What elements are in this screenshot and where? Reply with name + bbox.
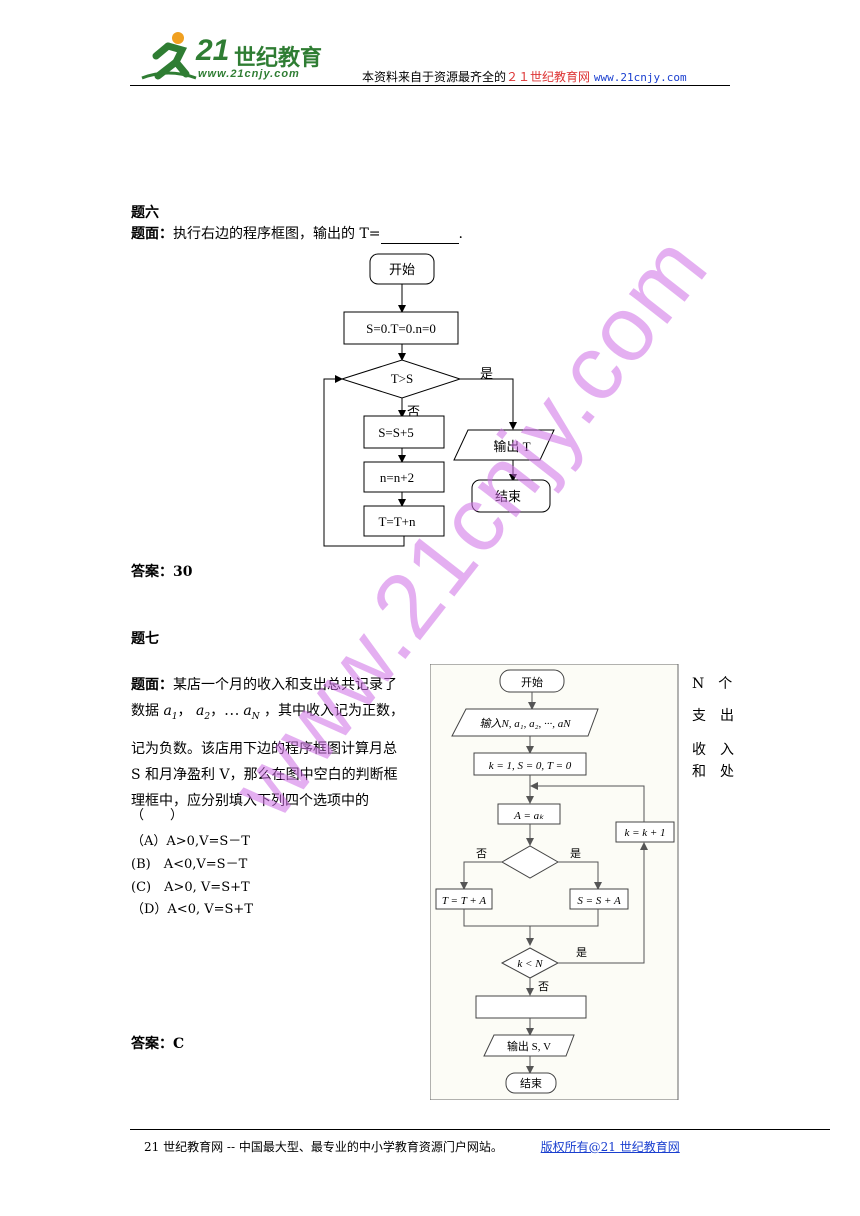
q7-assign-text: A = aₖ bbox=[513, 810, 544, 822]
q7-line2-post: ，其中收入记为正数， bbox=[264, 703, 405, 719]
q6-statement: 题面：执行右边的程序框图，输出的 T=. bbox=[131, 224, 463, 244]
q6-answer-value: 30 bbox=[173, 564, 193, 580]
q7-line2-pre: 数据 bbox=[131, 703, 159, 719]
q7-input-box bbox=[451, 708, 599, 737]
footer-copyright-link[interactable]: 版权所有@21 世纪教育网 bbox=[540, 1140, 680, 1154]
q7-answer: 答案：C bbox=[131, 1034, 184, 1054]
q6-end-text: 结束 bbox=[495, 489, 521, 504]
q6-step1-text: S=S+5 bbox=[378, 425, 414, 440]
q6-label: 题面： bbox=[131, 226, 173, 242]
q6-end-box bbox=[471, 479, 551, 513]
q7-answer-value: C bbox=[173, 1036, 185, 1052]
q7-line4: S 和月净盈利 V，那么在图中空白的判断框 bbox=[131, 766, 398, 783]
q7-right-col-4: 和 处 bbox=[692, 764, 734, 780]
q7-right-box bbox=[569, 888, 629, 910]
q7-right-text: S = S + A bbox=[577, 895, 621, 907]
q6-blank bbox=[380, 229, 459, 244]
tagline-prefix: 本资料来自于资源最齐全的 bbox=[362, 70, 507, 84]
q7-blank-process bbox=[475, 995, 587, 1019]
q7-end-box bbox=[505, 1072, 557, 1094]
logo-title: 世纪教育 bbox=[234, 46, 323, 71]
q6-step2-box bbox=[363, 461, 445, 493]
q7-line5: 理框中，应分别填入下列四个选项中的 bbox=[131, 792, 369, 809]
q7-input-text: 输入N, a₁, a₂, ···, aN bbox=[479, 717, 571, 730]
q7-no2-label: 否 bbox=[538, 981, 549, 993]
q7-line1: 题面：某店一个月的收入和支出总共记录了 bbox=[131, 672, 421, 698]
q7-flowchart: 开始 输入N, a₁, a₂, ···, aN k = 1, S = 0, T … bbox=[430, 664, 679, 1100]
q6-answer: 答案：30 bbox=[131, 562, 192, 582]
q6-init-box bbox=[343, 311, 459, 345]
q6-output-box bbox=[453, 429, 555, 461]
q7-right-col-3: 收 入 bbox=[692, 742, 734, 758]
q7-label: 题面： bbox=[131, 677, 173, 693]
q7-option-d: （D）A<0, V=S+T bbox=[131, 902, 253, 917]
q7-answer-label: 答案： bbox=[131, 1036, 173, 1052]
logo-number: 21 bbox=[196, 34, 230, 67]
q6-condition-text: T>S bbox=[391, 371, 414, 386]
q6-no-label: 否 bbox=[407, 404, 420, 419]
tagline-brand: ２１世纪教育网 bbox=[506, 70, 591, 84]
q7-right-col-2: 支 出 bbox=[692, 708, 734, 724]
logo-url: www.21cnjy.com bbox=[198, 68, 300, 80]
q7-no-label: 否 bbox=[476, 848, 487, 860]
q6-yes-label: 是 bbox=[480, 366, 493, 381]
q7-left-text: T = T + A bbox=[442, 895, 486, 907]
tagline-url[interactable]: www.21cnjy.com bbox=[593, 71, 687, 84]
q6-step3-text: T=T+n bbox=[378, 514, 416, 529]
runner-logo-icon bbox=[141, 32, 197, 80]
q7-heading: 题七 bbox=[131, 631, 159, 647]
header-rule bbox=[130, 85, 730, 86]
q7-line2: 数据 a1， a2，⋯ aN ，其中收入记为正数， bbox=[131, 703, 405, 722]
q6-step3-box bbox=[363, 505, 445, 537]
q7-loop-text: k < N bbox=[517, 958, 543, 970]
q6-end: . bbox=[458, 226, 463, 242]
header-tagline: 本资料来自于资源最齐全的２１世纪教育网 www.21cnjy.com bbox=[362, 68, 687, 85]
q7-option-b: (B) A<0,V=S－T bbox=[131, 857, 248, 872]
q6-step2-text: n=n+2 bbox=[380, 470, 414, 485]
q7-output-text: 输出 S, V bbox=[507, 1039, 551, 1053]
q7-increment-text: k = k + 1 bbox=[624, 827, 665, 839]
q7-end-text: 结束 bbox=[520, 1077, 542, 1090]
q7-line1-text: 某店一个月的收入和支出总共记录了 bbox=[173, 677, 397, 693]
q7-right-col-1: N 个 bbox=[692, 676, 733, 692]
q7-option-c: (C) A>0, V=S+T bbox=[131, 880, 250, 895]
footer: 21 世纪教育网 -- 中国最大型、最专业的中小学教育资源门户网站。 版权所有@… bbox=[144, 1138, 680, 1155]
q7-yes2-label: 是 bbox=[576, 946, 587, 959]
q7-statement: 题面：某店一个月的收入和支出总共记录了 数据 a1， a2，⋯ aN ，其中收入… bbox=[131, 672, 421, 814]
q6-output-text: 输出 T bbox=[493, 439, 530, 454]
q6-answer-label: 答案： bbox=[131, 564, 173, 580]
q6-step1-box bbox=[363, 415, 445, 449]
q7-start-text: 开始 bbox=[521, 675, 543, 689]
q7-paren: （ ） bbox=[131, 808, 184, 823]
q6-flowchart: 开始 S=0.T=0.n=0 T>S 是 否 S=S+5 n=n+2 T=T+n… bbox=[323, 253, 555, 547]
q7-yes-label: 是 bbox=[570, 847, 581, 860]
q7-assign-box bbox=[497, 803, 561, 825]
q7-output-box bbox=[483, 1034, 575, 1057]
q7-option-a: （A）A>0,V=S－T bbox=[131, 834, 250, 849]
site-logo[interactable]: 21 世纪教育 www.21cnjy.com bbox=[138, 28, 348, 88]
q6-text: 执行右边的程序框图，输出的 T= bbox=[173, 226, 381, 242]
footer-rule bbox=[130, 1129, 830, 1130]
q6-heading: 题六 bbox=[131, 205, 159, 221]
q6-init-text: S=0.T=0.n=0 bbox=[366, 321, 436, 336]
footer-text: 21 世纪教育网 -- 中国最大型、最专业的中小学教育资源门户网站。 bbox=[144, 1140, 503, 1154]
q7-line3: 记为负数。该店用下边的程序框图计算月总 bbox=[131, 740, 397, 757]
q6-start-text: 开始 bbox=[389, 262, 415, 277]
q7-init-text: k = 1, S = 0, T = 0 bbox=[489, 760, 572, 772]
